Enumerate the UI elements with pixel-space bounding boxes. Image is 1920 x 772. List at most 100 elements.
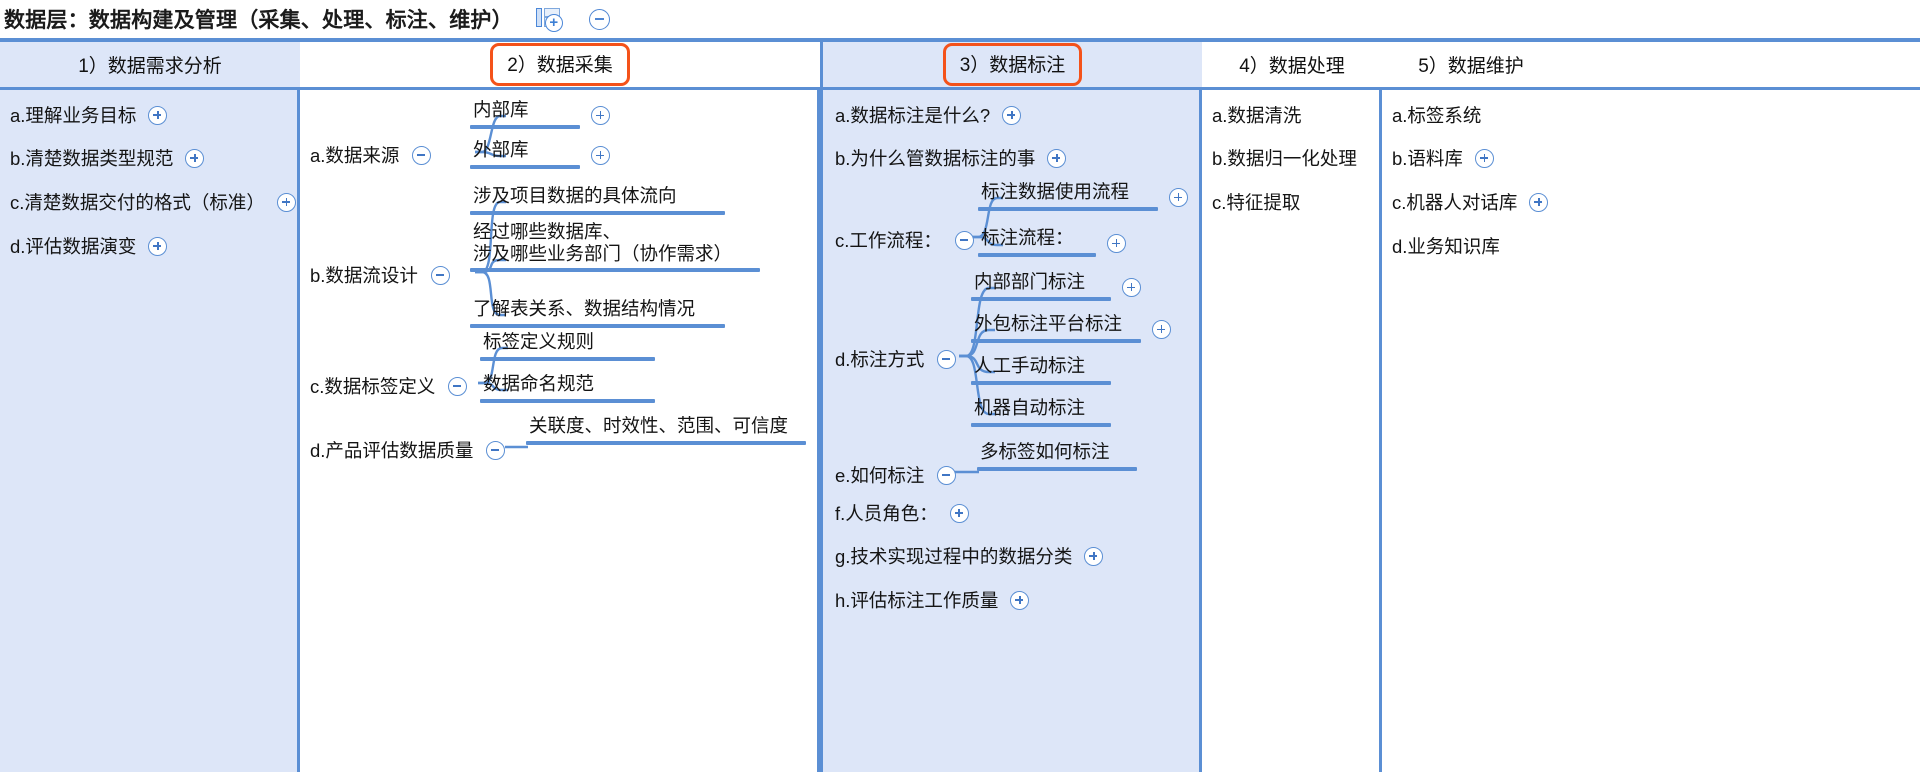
column-4: 4）数据处理 a.数据清洗 b.数据归一化处理 c.特征提取: [1202, 42, 1382, 772]
list-item[interactable]: g.技术实现过程中的数据分类: [835, 543, 1104, 569]
branch-d-annotation-method[interactable]: d.标注方式: [835, 346, 957, 372]
column-2-header: 2）数据采集: [300, 42, 820, 90]
expand-plus-icon[interactable]: [1169, 188, 1188, 207]
collapse-minus-icon[interactable]: [412, 145, 432, 165]
expand-plus-icon[interactable]: [1474, 148, 1494, 168]
node-internal-dept-annotation[interactable]: 内部部门标注: [971, 268, 1141, 301]
item-label: c.特征提取: [1212, 192, 1301, 213]
node-label: 机器自动标注: [974, 397, 1086, 418]
column-5-header: 5）数据维护: [1382, 42, 1920, 90]
node-internal-db[interactable]: 内部库: [470, 96, 610, 129]
list-item[interactable]: a.理解业务目标: [10, 102, 168, 128]
branch-a-data-source[interactable]: a.数据来源: [310, 142, 432, 168]
list-item[interactable]: b.清楚数据类型规范: [10, 145, 205, 171]
branch-e-how-to-annotate[interactable]: e.如何标注: [835, 462, 957, 488]
list-item[interactable]: d.评估数据演变: [10, 233, 168, 259]
list-item[interactable]: d.业务知识库: [1392, 233, 1500, 259]
expand-plus-icon[interactable]: [591, 146, 610, 165]
node-label: 数据命名规范: [483, 373, 595, 394]
list-item[interactable]: c.机器人对话库: [1392, 189, 1549, 215]
column-4-title: 4）数据处理: [1239, 56, 1345, 77]
node-external-db[interactable]: 外部库: [470, 136, 610, 169]
node-naming-convention[interactable]: 数据命名规范: [480, 370, 655, 403]
item-label: f.人员角色：: [835, 503, 938, 524]
list-item[interactable]: h.评估标注工作质量: [835, 587, 1030, 613]
collapse-minus-icon[interactable]: [486, 440, 506, 460]
page-title: 数据层：数据构建及管理（采集、处理、标注、维护）: [4, 9, 513, 32]
branch-label: d.产品评估数据质量: [310, 440, 474, 461]
branch-c-label-definition[interactable]: c.数据标签定义: [310, 373, 468, 399]
expand-plus-icon[interactable]: [1010, 590, 1030, 610]
list-item[interactable]: a.数据清洗: [1212, 102, 1301, 128]
item-label: d.业务知识库: [1392, 236, 1500, 257]
list-item[interactable]: b.为什么管数据标注的事: [835, 145, 1067, 171]
expand-plus-icon[interactable]: [1122, 278, 1141, 297]
minus-circle-icon[interactable]: [588, 8, 610, 30]
column-1-header: 1）数据需求分析: [0, 42, 300, 90]
node-label: 经过哪些数据库、 涉及哪些业务部门（协作需求）: [473, 221, 733, 265]
list-item[interactable]: b.语料库: [1392, 145, 1494, 171]
expand-plus-icon[interactable]: [1107, 234, 1126, 253]
branch-label: c.数据标签定义: [310, 376, 436, 397]
node-label-rules[interactable]: 标签定义规则: [480, 328, 655, 361]
expand-plus-icon[interactable]: [949, 503, 969, 523]
list-item[interactable]: a.标签系统: [1392, 102, 1481, 128]
item-label: b.为什么管数据标注的事: [835, 148, 1036, 169]
node-manual-annotation[interactable]: 人工手动标注: [971, 352, 1111, 385]
node-label: 涉及项目数据的具体流向: [473, 185, 677, 206]
collapse-minus-icon[interactable]: [448, 376, 468, 396]
node-label: 外包标注平台标注: [974, 313, 1123, 334]
expand-plus-icon[interactable]: [148, 105, 168, 125]
node-annotation-flow[interactable]: 标注流程：: [978, 224, 1126, 257]
node-label: 多标签如何标注: [980, 441, 1110, 462]
branch-b-dataflow-design[interactable]: b.数据流设计: [310, 262, 450, 288]
node-label: 标签定义规则: [483, 331, 595, 352]
column-3: 3）数据标注 a.数据标注是什么?: [820, 42, 1202, 772]
node-label: 内部部门标注: [974, 271, 1086, 292]
list-item[interactable]: c.特征提取: [1212, 189, 1300, 215]
expand-plus-icon[interactable]: [1002, 105, 1022, 125]
collapse-minus-icon[interactable]: [937, 465, 957, 485]
node-auto-annotation[interactable]: 机器自动标注: [971, 394, 1111, 427]
branch-c-workflow[interactable]: c.工作流程：: [835, 227, 974, 253]
branch-d-quality-assessment[interactable]: d.产品评估数据质量: [310, 437, 506, 463]
expand-plus-icon[interactable]: [591, 106, 610, 125]
node-multilabel-annotation[interactable]: 多标签如何标注: [977, 438, 1137, 471]
item-label: d.评估数据演变: [10, 236, 137, 257]
branch-label: b.数据流设计: [310, 265, 418, 286]
collapse-minus-icon[interactable]: [430, 265, 450, 285]
list-item[interactable]: c.清楚数据交付的格式（标准）: [10, 189, 296, 215]
add-node-icon[interactable]: +: [535, 6, 563, 32]
list-item[interactable]: a.数据标注是什么?: [835, 102, 1022, 128]
item-label: a.标签系统: [1392, 105, 1482, 126]
expand-plus-icon[interactable]: [148, 236, 168, 256]
node-quality-dimensions[interactable]: 关联度、时效性、范围、可信度: [526, 412, 806, 445]
node-label: 了解表关系、数据结构情况: [473, 298, 696, 319]
expand-plus-icon[interactable]: [1529, 192, 1549, 212]
column-2: 2）数据采集: [300, 42, 820, 772]
node-databases-departments[interactable]: 经过哪些数据库、 涉及哪些业务部门（协作需求）: [470, 221, 760, 273]
expand-plus-icon[interactable]: [1084, 546, 1104, 566]
collapse-minus-icon[interactable]: [937, 349, 957, 369]
item-label: a.数据标注是什么?: [835, 105, 991, 126]
expand-plus-icon[interactable]: [185, 148, 205, 168]
column-3-header: 3）数据标注: [820, 42, 1202, 90]
node-outsourced-platform-annotation[interactable]: 外包标注平台标注: [971, 310, 1171, 343]
item-label: c.机器人对话库: [1392, 192, 1518, 213]
expand-plus-icon[interactable]: [276, 192, 296, 212]
node-table-relations[interactable]: 了解表关系、数据结构情况: [470, 295, 725, 328]
column-1: 1）数据需求分析 a.理解业务目标 b.清楚数据类型规范 c.清楚数据交付的格式…: [0, 42, 300, 772]
node-data-flow-direction[interactable]: 涉及项目数据的具体流向: [470, 182, 725, 215]
list-item[interactable]: b.数据归一化处理: [1212, 145, 1357, 171]
column-3-title: 3）数据标注: [942, 43, 1083, 86]
top-header-bar: 数据层：数据构建及管理（采集、处理、标注、维护） +: [0, 0, 1920, 38]
node-annotation-data-usage-flow[interactable]: 标注数据使用流程: [978, 178, 1188, 211]
expand-plus-icon[interactable]: [1047, 148, 1067, 168]
list-item[interactable]: f.人员角色：: [835, 500, 969, 526]
collapse-minus-icon[interactable]: [954, 230, 974, 250]
item-label: b.清楚数据类型规范: [10, 148, 174, 169]
column-5-body: a.标签系统 b.语料库 c.机器人对话库 d.业务知识库: [1382, 90, 1920, 772]
item-label: a.数据清洗: [1212, 105, 1302, 126]
expand-plus-icon[interactable]: [1152, 320, 1171, 339]
